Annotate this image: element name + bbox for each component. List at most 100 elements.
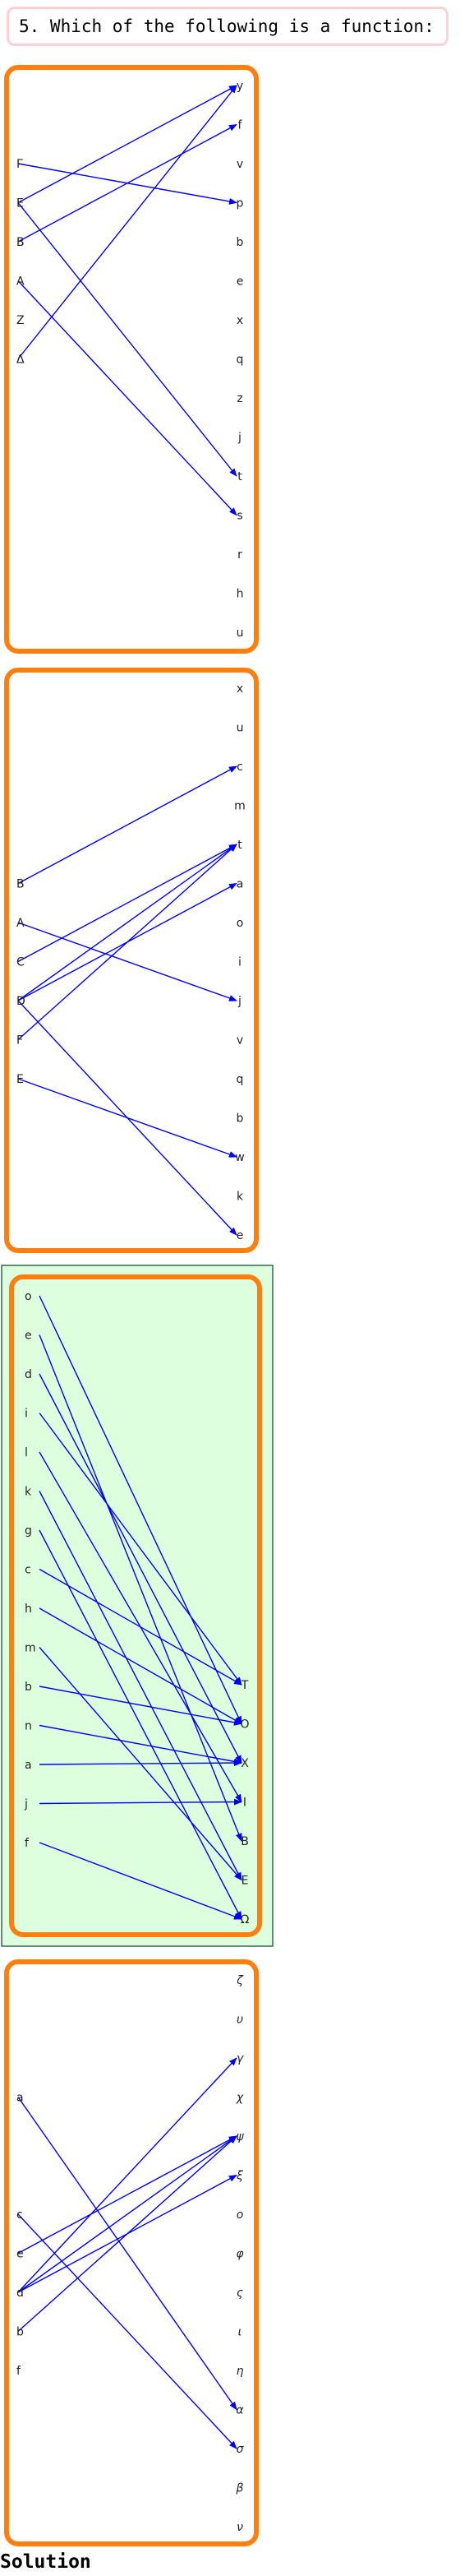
codomain-label: e — [237, 275, 244, 289]
mapping-arrow — [17, 202, 237, 477]
domain-label: o — [25, 1290, 32, 1303]
codomain-label: γ — [237, 2052, 244, 2065]
mapping-arrow — [39, 1760, 242, 1767]
codomain-label: k — [237, 1191, 244, 1204]
panel-border — [4, 1959, 259, 2546]
codomain-label: b — [237, 1112, 244, 1126]
codomain-label: X — [241, 1757, 249, 1770]
mapping-arrow — [39, 1686, 242, 1726]
codomain-label: m — [234, 800, 246, 813]
codomain-label: j — [237, 432, 242, 445]
domain-label: C — [16, 956, 25, 969]
codomain-label: α — [236, 2404, 244, 2417]
codomain-label: u — [237, 627, 244, 640]
codomain-label: c — [237, 761, 243, 774]
mapping-arrow — [17, 2213, 237, 2449]
solution-label: Solution — [0, 2551, 91, 2573]
codomain-label: t — [237, 470, 242, 483]
codomain-label: s — [237, 510, 242, 523]
codomain-label: β — [236, 2482, 244, 2495]
domain-label: A — [16, 917, 25, 930]
domain-label: A — [16, 275, 25, 289]
domain-label: b — [25, 1681, 32, 1694]
domain-label: b — [16, 2326, 24, 2339]
codomain-label: v — [237, 1034, 243, 1048]
codomain-label: t — [237, 839, 242, 852]
mapping-arrow — [39, 1373, 242, 1764]
codomain-label: q — [237, 354, 244, 367]
domain-label: E — [16, 1073, 24, 1086]
panel-border — [9, 1274, 262, 1937]
domain-label: i — [25, 1408, 28, 1421]
codomain-label: ς — [237, 2287, 243, 2300]
codomain-label: y — [237, 80, 243, 93]
domain-label: B — [16, 236, 25, 249]
highlight-frame — [1, 1265, 274, 1947]
mapping-arrow — [17, 2135, 237, 2333]
mapping-arrow — [39, 1413, 242, 1686]
codomain-label: w — [235, 1151, 244, 1164]
mapping-arrow — [39, 1842, 242, 1920]
domain-label: k — [25, 1486, 32, 1499]
panel-border — [4, 65, 259, 654]
domain-label: f — [16, 2365, 21, 2378]
mapping-arrow — [17, 844, 237, 1041]
mapping-arrow — [17, 2097, 237, 2411]
codomain-label: v — [237, 158, 243, 171]
codomain-label: Ω — [241, 1913, 250, 1926]
codomain-label: η — [237, 2365, 244, 2378]
domain-label: Γ — [16, 158, 23, 171]
mapping-arrow — [17, 2135, 237, 2255]
domain-label: B — [16, 878, 25, 891]
domain-label: D — [16, 995, 25, 1008]
codomain-label: h — [237, 588, 244, 601]
mapping-arrow — [39, 1607, 242, 1725]
codomain-label: σ — [237, 2443, 245, 2456]
codomain-label: e — [237, 1229, 244, 1242]
codomain-label: x — [237, 682, 243, 696]
mapping-arrow — [17, 1078, 237, 1158]
codomain-label: φ — [236, 2248, 244, 2261]
domain-label: a — [16, 2092, 24, 2105]
domain-label: a — [25, 1759, 32, 1772]
mapping-arrow — [17, 844, 237, 1001]
panel-border — [4, 668, 259, 1253]
domain-label: j — [24, 1798, 28, 1811]
codomain-label: q — [237, 1073, 244, 1086]
domain-label: l — [25, 1446, 28, 1459]
mapping-arrow — [39, 1529, 242, 1920]
codomain-label: χ — [236, 2092, 244, 2105]
domain-label: Δ — [16, 354, 25, 367]
codomain-label: z — [237, 392, 242, 405]
codomain-label: I — [243, 1797, 246, 1810]
domain-label: E — [16, 197, 24, 210]
mapping-arrow — [17, 922, 237, 1001]
codomain-label: r — [237, 548, 242, 562]
codomain-label: a — [237, 878, 244, 891]
codomain-label: p — [237, 197, 244, 210]
codomain-label: x — [237, 314, 243, 327]
domain-label: m — [25, 1642, 36, 1655]
domain-label: d — [25, 1368, 32, 1381]
mapping-arrow — [17, 765, 237, 885]
mapping-arrow — [39, 1295, 242, 1725]
codomain-label: O — [240, 1718, 249, 1732]
domain-label: d — [16, 2287, 24, 2300]
codomain-label: B — [241, 1835, 249, 1848]
mapping-arrow — [17, 2135, 237, 2293]
question-text: 5. Which of the following is a function: — [7, 7, 448, 46]
codomain-label: υ — [237, 2014, 243, 2027]
codomain-label: ψ — [236, 2130, 244, 2144]
codomain-label: b — [237, 236, 244, 249]
codomain-label: ν — [237, 2521, 243, 2534]
codomain-label: o — [237, 917, 244, 930]
domain-label: c — [25, 1564, 31, 1577]
domain-label: g — [25, 1524, 32, 1538]
mapping-arrow — [39, 1491, 242, 1881]
mapping-arrow — [17, 123, 237, 243]
codomain-label: i — [238, 956, 242, 969]
